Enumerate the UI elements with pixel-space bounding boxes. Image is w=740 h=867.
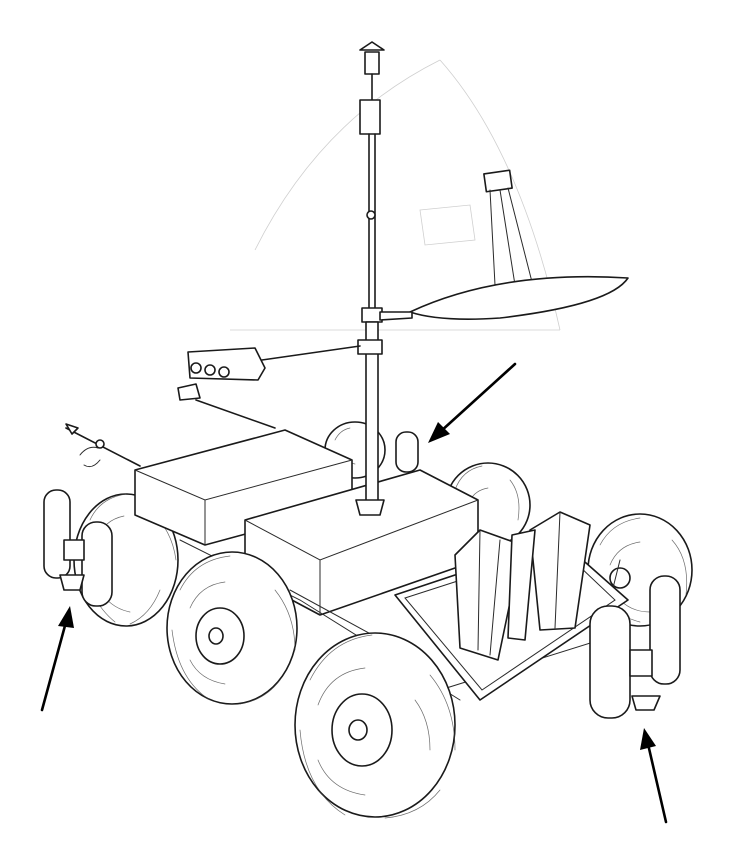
wheel-right-front	[294, 632, 456, 819]
camera-mast	[355, 41, 385, 516]
antenna-dish	[379, 169, 629, 321]
wheel-left-front	[166, 551, 298, 705]
arrow-bottom-left	[40, 606, 74, 712]
arrow-bottom-right	[640, 728, 668, 824]
sample-containers	[454, 511, 591, 661]
manipulator-claw	[65, 423, 141, 468]
rear-thruster-pods	[395, 431, 419, 473]
left-thruster-pods	[43, 489, 113, 607]
instrument-arm	[187, 345, 361, 381]
scoop-arm	[177, 383, 276, 429]
arrow-top-right	[428, 362, 517, 443]
right-thruster-pods	[589, 575, 681, 719]
